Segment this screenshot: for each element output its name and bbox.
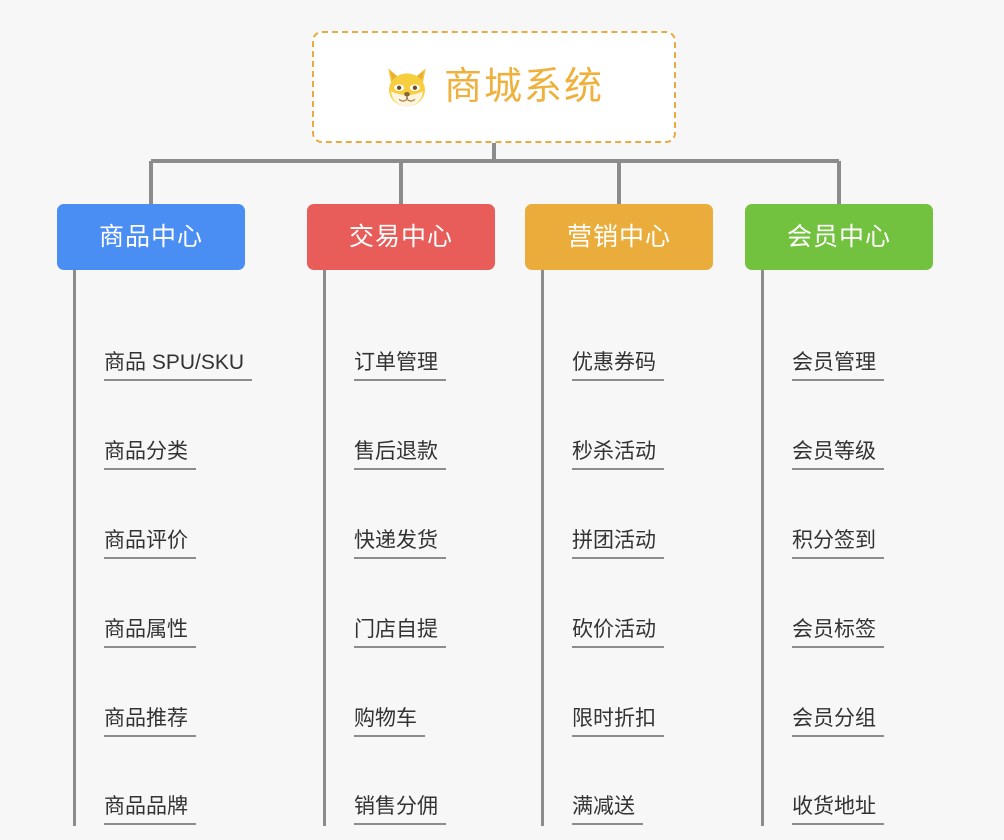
leaf-label: 订单管理 bbox=[354, 351, 446, 381]
category-label: 商品中心 bbox=[98, 222, 203, 251]
leaf-label: 商品分类 bbox=[104, 440, 196, 470]
list-item[interactable]: 限时折扣 bbox=[544, 648, 713, 737]
leaf-label: 收货地址 bbox=[792, 795, 884, 825]
list-item[interactable]: 售后退款 bbox=[326, 381, 495, 470]
leaf-label: 销售分佣 bbox=[354, 795, 446, 825]
leaf-label: 积分签到 bbox=[792, 529, 884, 559]
list-item[interactable]: 快递发货 bbox=[326, 470, 495, 559]
leaf-list: 订单管理 售后退款 快递发货 门店自提 购物车 销售分佣 bbox=[323, 270, 495, 826]
list-item[interactable]: 商品推荐 bbox=[76, 648, 245, 737]
list-item[interactable]: 收货地址 bbox=[764, 737, 933, 825]
list-item[interactable]: 会员管理 bbox=[764, 292, 933, 381]
column-marketing-center: 营销中心 优惠券码 秒杀活动 拼团活动 砍价活动 限时折扣 bbox=[525, 204, 713, 826]
leaf-label: 商品 SPU/SKU bbox=[104, 351, 253, 381]
list-item[interactable]: 商品 SPU/SKU bbox=[76, 292, 253, 381]
category-label: 交易中心 bbox=[348, 222, 453, 251]
category-box-member-center[interactable]: 会员中心 bbox=[745, 204, 933, 270]
list-item[interactable]: 砍价活动 bbox=[544, 559, 713, 648]
leaf-label: 商品品牌 bbox=[104, 795, 196, 825]
leaf-label: 商品属性 bbox=[104, 618, 196, 648]
leaf-label: 会员分组 bbox=[792, 707, 884, 737]
leaf-label: 会员等级 bbox=[792, 440, 884, 470]
leaf-list: 商品 SPU/SKU 商品分类 商品评价 商品属性 商品推荐 商品品牌 bbox=[73, 270, 253, 826]
list-item[interactable]: 秒杀活动 bbox=[544, 381, 713, 470]
list-item[interactable]: 会员分组 bbox=[764, 648, 933, 737]
leaf-label: 快递发货 bbox=[354, 529, 446, 559]
list-item[interactable]: 门店自提 bbox=[326, 559, 495, 648]
leaf-label: 砍价活动 bbox=[572, 618, 664, 648]
root-title: 商城系统 bbox=[443, 66, 604, 108]
leaf-list: 优惠券码 秒杀活动 拼团活动 砍价活动 限时折扣 满减送 bbox=[541, 270, 713, 826]
category-label: 会员中心 bbox=[786, 222, 891, 251]
leaf-label: 满减送 bbox=[572, 795, 643, 825]
category-box-product-center[interactable]: 商品中心 bbox=[57, 204, 245, 270]
list-item[interactable]: 优惠券码 bbox=[544, 292, 713, 381]
column-member-center: 会员中心 会员管理 会员等级 积分签到 会员标签 会员分组 bbox=[745, 204, 933, 826]
list-item[interactable]: 拼团活动 bbox=[544, 470, 713, 559]
list-item[interactable]: 订单管理 bbox=[326, 292, 495, 381]
list-item[interactable]: 积分签到 bbox=[764, 470, 933, 559]
leaf-label: 会员标签 bbox=[792, 618, 884, 648]
list-item[interactable]: 商品评价 bbox=[76, 470, 245, 559]
list-item[interactable]: 商品属性 bbox=[76, 559, 245, 648]
list-item[interactable]: 会员等级 bbox=[764, 381, 933, 470]
list-item[interactable]: 会员标签 bbox=[764, 559, 933, 648]
list-item[interactable]: 销售分佣 bbox=[326, 737, 495, 825]
category-box-trade-center[interactable]: 交易中心 bbox=[307, 204, 495, 270]
leaf-label: 购物车 bbox=[354, 707, 425, 737]
list-item[interactable]: 商品品牌 bbox=[76, 737, 245, 825]
category-box-marketing-center[interactable]: 营销中心 bbox=[525, 204, 713, 270]
list-item[interactable]: 购物车 bbox=[326, 648, 495, 737]
leaf-label: 限时折扣 bbox=[572, 707, 664, 737]
leaf-list: 会员管理 会员等级 积分签到 会员标签 会员分组 收货地址 bbox=[761, 270, 933, 826]
leaf-label: 商品评价 bbox=[104, 529, 196, 559]
leaf-label: 秒杀活动 bbox=[572, 440, 664, 470]
column-product-center: 商品中心 商品 SPU/SKU 商品分类 商品评价 商品属性 商品推荐 bbox=[57, 204, 253, 826]
list-item[interactable]: 满减送 bbox=[544, 737, 713, 825]
leaf-label: 售后退款 bbox=[354, 440, 446, 470]
leaf-label: 优惠券码 bbox=[572, 351, 664, 381]
leaf-label: 会员管理 bbox=[792, 351, 884, 381]
leaf-label: 门店自提 bbox=[354, 618, 446, 648]
leaf-label: 拼团活动 bbox=[572, 529, 664, 559]
column-trade-center: 交易中心 订单管理 售后退款 快递发货 门店自提 购物车 bbox=[307, 204, 495, 826]
root-node[interactable]: 商城系统 bbox=[312, 31, 676, 143]
category-label: 营销中心 bbox=[566, 222, 671, 251]
list-item[interactable]: 商品分类 bbox=[76, 381, 245, 470]
shiba-dog-face-icon bbox=[388, 68, 426, 107]
leaf-label: 商品推荐 bbox=[104, 707, 196, 737]
